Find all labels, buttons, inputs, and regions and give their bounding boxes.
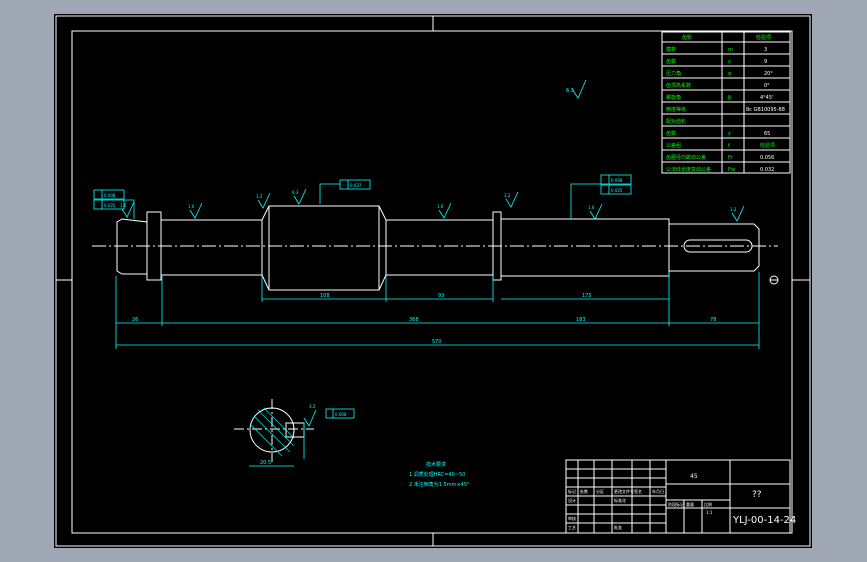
tb-label-3: 更改文件号 xyxy=(614,488,634,494)
tb-scale-label: 比例 xyxy=(704,501,712,507)
param-sym-10: Fw xyxy=(728,167,735,173)
datum-marker xyxy=(769,275,779,285)
param-val-3: 0° xyxy=(764,83,770,89)
param-name-5: 精度等级 xyxy=(666,106,686,113)
tol-1: 0.008 xyxy=(104,193,116,198)
param-sym-2: α xyxy=(728,71,732,77)
tb-scale-value: 1:1 xyxy=(706,510,713,515)
param-name-3: 齿顶高系数 xyxy=(666,82,691,89)
svg-text:1.6: 1.6 xyxy=(188,204,195,209)
dim-108: 108 xyxy=(320,293,330,299)
svg-text:1.6: 1.6 xyxy=(588,205,595,210)
tb-label-1: 处数 xyxy=(580,488,588,494)
gear-section xyxy=(261,205,387,291)
tb-label-2: 分区 xyxy=(596,488,604,494)
tb-label-4: 签名 xyxy=(634,488,642,494)
param-name-1: 齿数 xyxy=(666,58,676,65)
tb-label-9: 工艺 xyxy=(568,525,576,530)
svg-text:3.2: 3.2 xyxy=(504,193,511,198)
svg-text:6.3: 6.3 xyxy=(292,190,299,195)
param-name-2: 压力角 xyxy=(666,70,681,77)
param-name-9: 齿圈径向跳动公差 xyxy=(666,154,706,161)
param-val-0: 3 xyxy=(764,47,767,53)
keyway xyxy=(683,239,753,253)
material-label: 45 xyxy=(690,473,698,480)
tolerance-frames: 0.008 0.025 0.037 0.008 0.025 xyxy=(93,174,632,219)
dim-total: 570 xyxy=(432,339,442,345)
tb-label-10: 批准 xyxy=(614,524,622,530)
dim-26: 26 xyxy=(132,317,138,323)
tb-label-7: 标准化 xyxy=(614,497,626,503)
tol-5: 0.025 xyxy=(611,188,623,193)
tol-4: 0.008 xyxy=(611,178,623,183)
dimension-lines: 26 368 183 78 570 108 93 175 xyxy=(115,272,760,349)
tb-label-0: 标记 xyxy=(568,488,576,494)
param-name-0: 模数 xyxy=(666,46,676,53)
param-sym-8: f xyxy=(728,143,730,149)
param-sym-4: β xyxy=(728,95,731,101)
parameter-table: 齿轮 检验项 模数 m 3 齿数 z 9 压力角 α 20° 齿顶高系数 0° … xyxy=(661,31,791,174)
dim-78: 78 xyxy=(710,317,716,323)
roughness-marks: 1.6 1.6 3.2 6.3 1.6 3.2 1.6 3.2 xyxy=(120,188,745,222)
drawing-code: YLJ-00-14-24 xyxy=(732,515,796,526)
param-name-7: 齿数 xyxy=(666,130,676,137)
param-sym-1: z xyxy=(728,59,731,65)
param-sym-9: Fr xyxy=(728,155,734,161)
param-name-10: 公法线长度变动公差 xyxy=(666,166,711,173)
tb-stage-label: 阶段标记 xyxy=(668,501,684,507)
dim-93: 93 xyxy=(438,293,444,299)
roughness-general: 6.3 xyxy=(566,79,587,99)
tb-label-8: 审核 xyxy=(568,515,576,521)
param-val-7: 65 xyxy=(764,131,770,137)
drawing-canvas: 齿轮 检验项 模数 m 3 齿数 z 9 压力角 α 20° 齿顶高系数 0° … xyxy=(54,14,812,548)
svg-text:3.2: 3.2 xyxy=(256,194,263,199)
param-val-2: 20° xyxy=(764,71,773,77)
param-val-10: 0.032 xyxy=(760,167,774,173)
svg-text:3.2: 3.2 xyxy=(730,207,737,212)
tol-3: 0.037 xyxy=(350,183,362,188)
param-val-9: 0.056 xyxy=(760,155,774,161)
svg-text:1.6: 1.6 xyxy=(120,203,127,208)
section-view: 20.5 3.2 0.008 xyxy=(234,399,355,467)
tb-label-6: 设计 xyxy=(568,497,576,503)
shaft-main-view xyxy=(116,205,760,291)
drawing-svg: 齿轮 检验项 模数 m 3 齿数 z 9 压力角 α 20° 齿顶高系数 0° … xyxy=(55,15,811,547)
drawing-mark: ?? xyxy=(752,490,762,500)
inner-border xyxy=(71,30,793,534)
dim-175: 175 xyxy=(582,293,592,299)
dim-368: 368 xyxy=(409,317,419,323)
title-block: 45 ?? YLJ-00-14-24 标记 处数 分区 更改文件号 签名 年月日… xyxy=(565,459,796,534)
param-name-8: 公差组 xyxy=(666,142,681,149)
param-val-4: 4°45' xyxy=(760,95,773,101)
dim-183: 183 xyxy=(576,317,586,323)
param-header-left: 齿轮 xyxy=(682,34,692,41)
param-sym-0: m xyxy=(728,47,733,53)
svg-text:3.2: 3.2 xyxy=(309,404,316,409)
tb-label-5: 年月日 xyxy=(652,488,664,494)
param-name-6: 配对齿轮 xyxy=(666,118,686,125)
tech-note-2: 2.未注倒角为1.5mm×45° xyxy=(409,481,470,488)
section-width: 20.5 xyxy=(260,460,271,466)
svg-text:0.008: 0.008 xyxy=(335,412,347,417)
svg-text:1.6: 1.6 xyxy=(437,204,444,209)
tech-notes-heading: 技术要求 xyxy=(426,461,446,468)
param-name-4: 螺旋角 xyxy=(666,94,681,101)
tol-2: 0.025 xyxy=(104,203,116,208)
tech-note-1: 1.调质处理HRC=40~50 xyxy=(409,471,465,478)
param-header-right: 检验项 xyxy=(756,34,771,41)
param-val-5: 8c GB10095-88 xyxy=(746,107,785,113)
param-val-8: 检验项 xyxy=(760,142,775,149)
param-val-1: 9 xyxy=(764,59,767,65)
svg-text:6.3: 6.3 xyxy=(566,88,574,94)
param-sym-7: z xyxy=(728,131,731,137)
tb-weight-label: 重量 xyxy=(686,501,694,507)
tech-notes: 技术要求 1.调质处理HRC=40~50 2.未注倒角为1.5mm×45° xyxy=(409,461,470,488)
